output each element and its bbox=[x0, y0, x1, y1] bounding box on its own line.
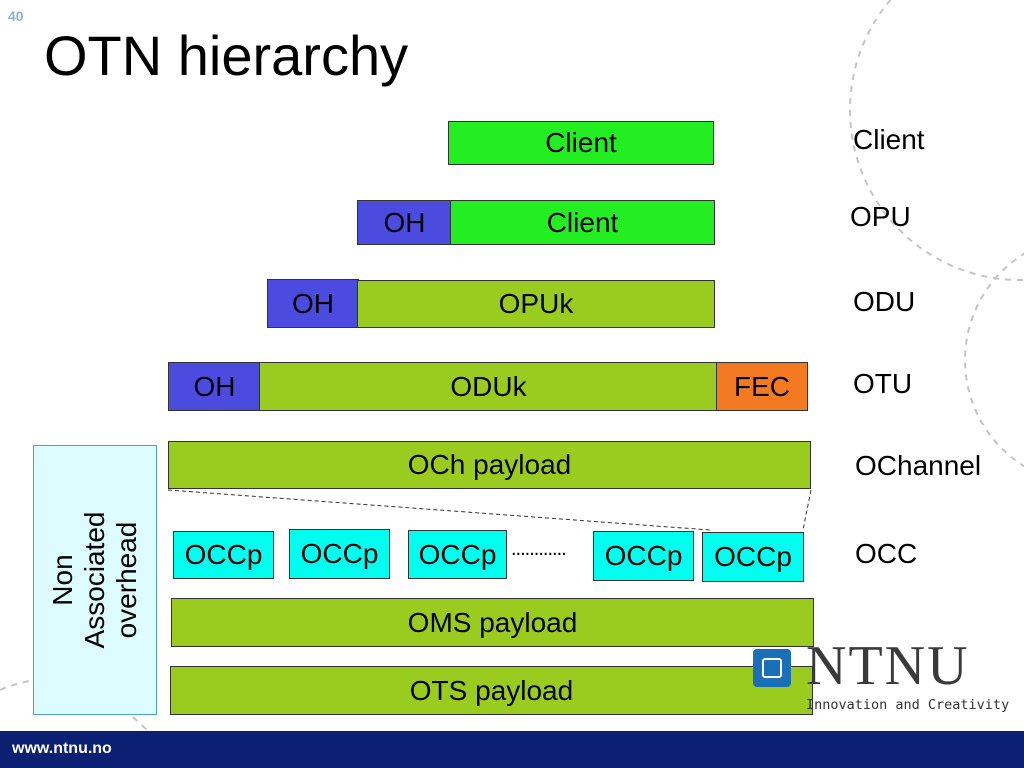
layer-label-ochannel: OChannel bbox=[855, 450, 982, 481]
page-title: OTN hierarchy bbox=[44, 24, 409, 87]
occp-block-1: OCCp bbox=[173, 531, 274, 579]
occp-block-5: OCCp bbox=[702, 532, 804, 582]
ntnu-logo-text: NTNU bbox=[806, 635, 970, 697]
client-block: Client bbox=[448, 121, 714, 165]
opu-client-block: Client bbox=[450, 200, 715, 245]
ots-payload-block: OTS payload bbox=[170, 666, 813, 715]
ntnu-logo-icon bbox=[753, 649, 791, 687]
footer-url: www.ntnu.no bbox=[12, 740, 112, 757]
occp-ellipsis: ............ bbox=[511, 538, 567, 560]
non-associated-overhead-label: Non Associated overhead bbox=[47, 511, 142, 649]
layer-label-otu: OTU bbox=[853, 368, 913, 399]
odu-overhead-block: OH bbox=[267, 279, 359, 328]
layer-label-opu: OPU bbox=[850, 201, 911, 232]
occp-block-3: OCCp bbox=[408, 530, 507, 579]
occp-block-4: OCCp bbox=[593, 531, 694, 581]
ntnu-tagline: Innovation and Creativity bbox=[806, 697, 1010, 713]
fec-block: FEC bbox=[716, 362, 808, 411]
non-associated-overhead-box: Non Associated overhead bbox=[33, 445, 157, 715]
opu-overhead-block: OH bbox=[357, 200, 452, 245]
footer-bar: www.ntnu.no bbox=[0, 731, 1024, 768]
och-payload-block: OCh payload bbox=[168, 441, 811, 489]
otu-overhead-block: OH bbox=[168, 362, 261, 411]
layer-label-occ: OCC bbox=[855, 538, 918, 569]
layer-label-client: Client bbox=[853, 124, 925, 155]
occp-block-2: OCCp bbox=[289, 529, 390, 579]
slide-number: 40 bbox=[8, 8, 24, 24]
oduk-block: ODUk bbox=[259, 362, 718, 411]
opuk-block: OPUk bbox=[357, 280, 715, 328]
layer-label-odu: ODU bbox=[853, 286, 916, 317]
oms-payload-block: OMS payload bbox=[171, 598, 814, 647]
